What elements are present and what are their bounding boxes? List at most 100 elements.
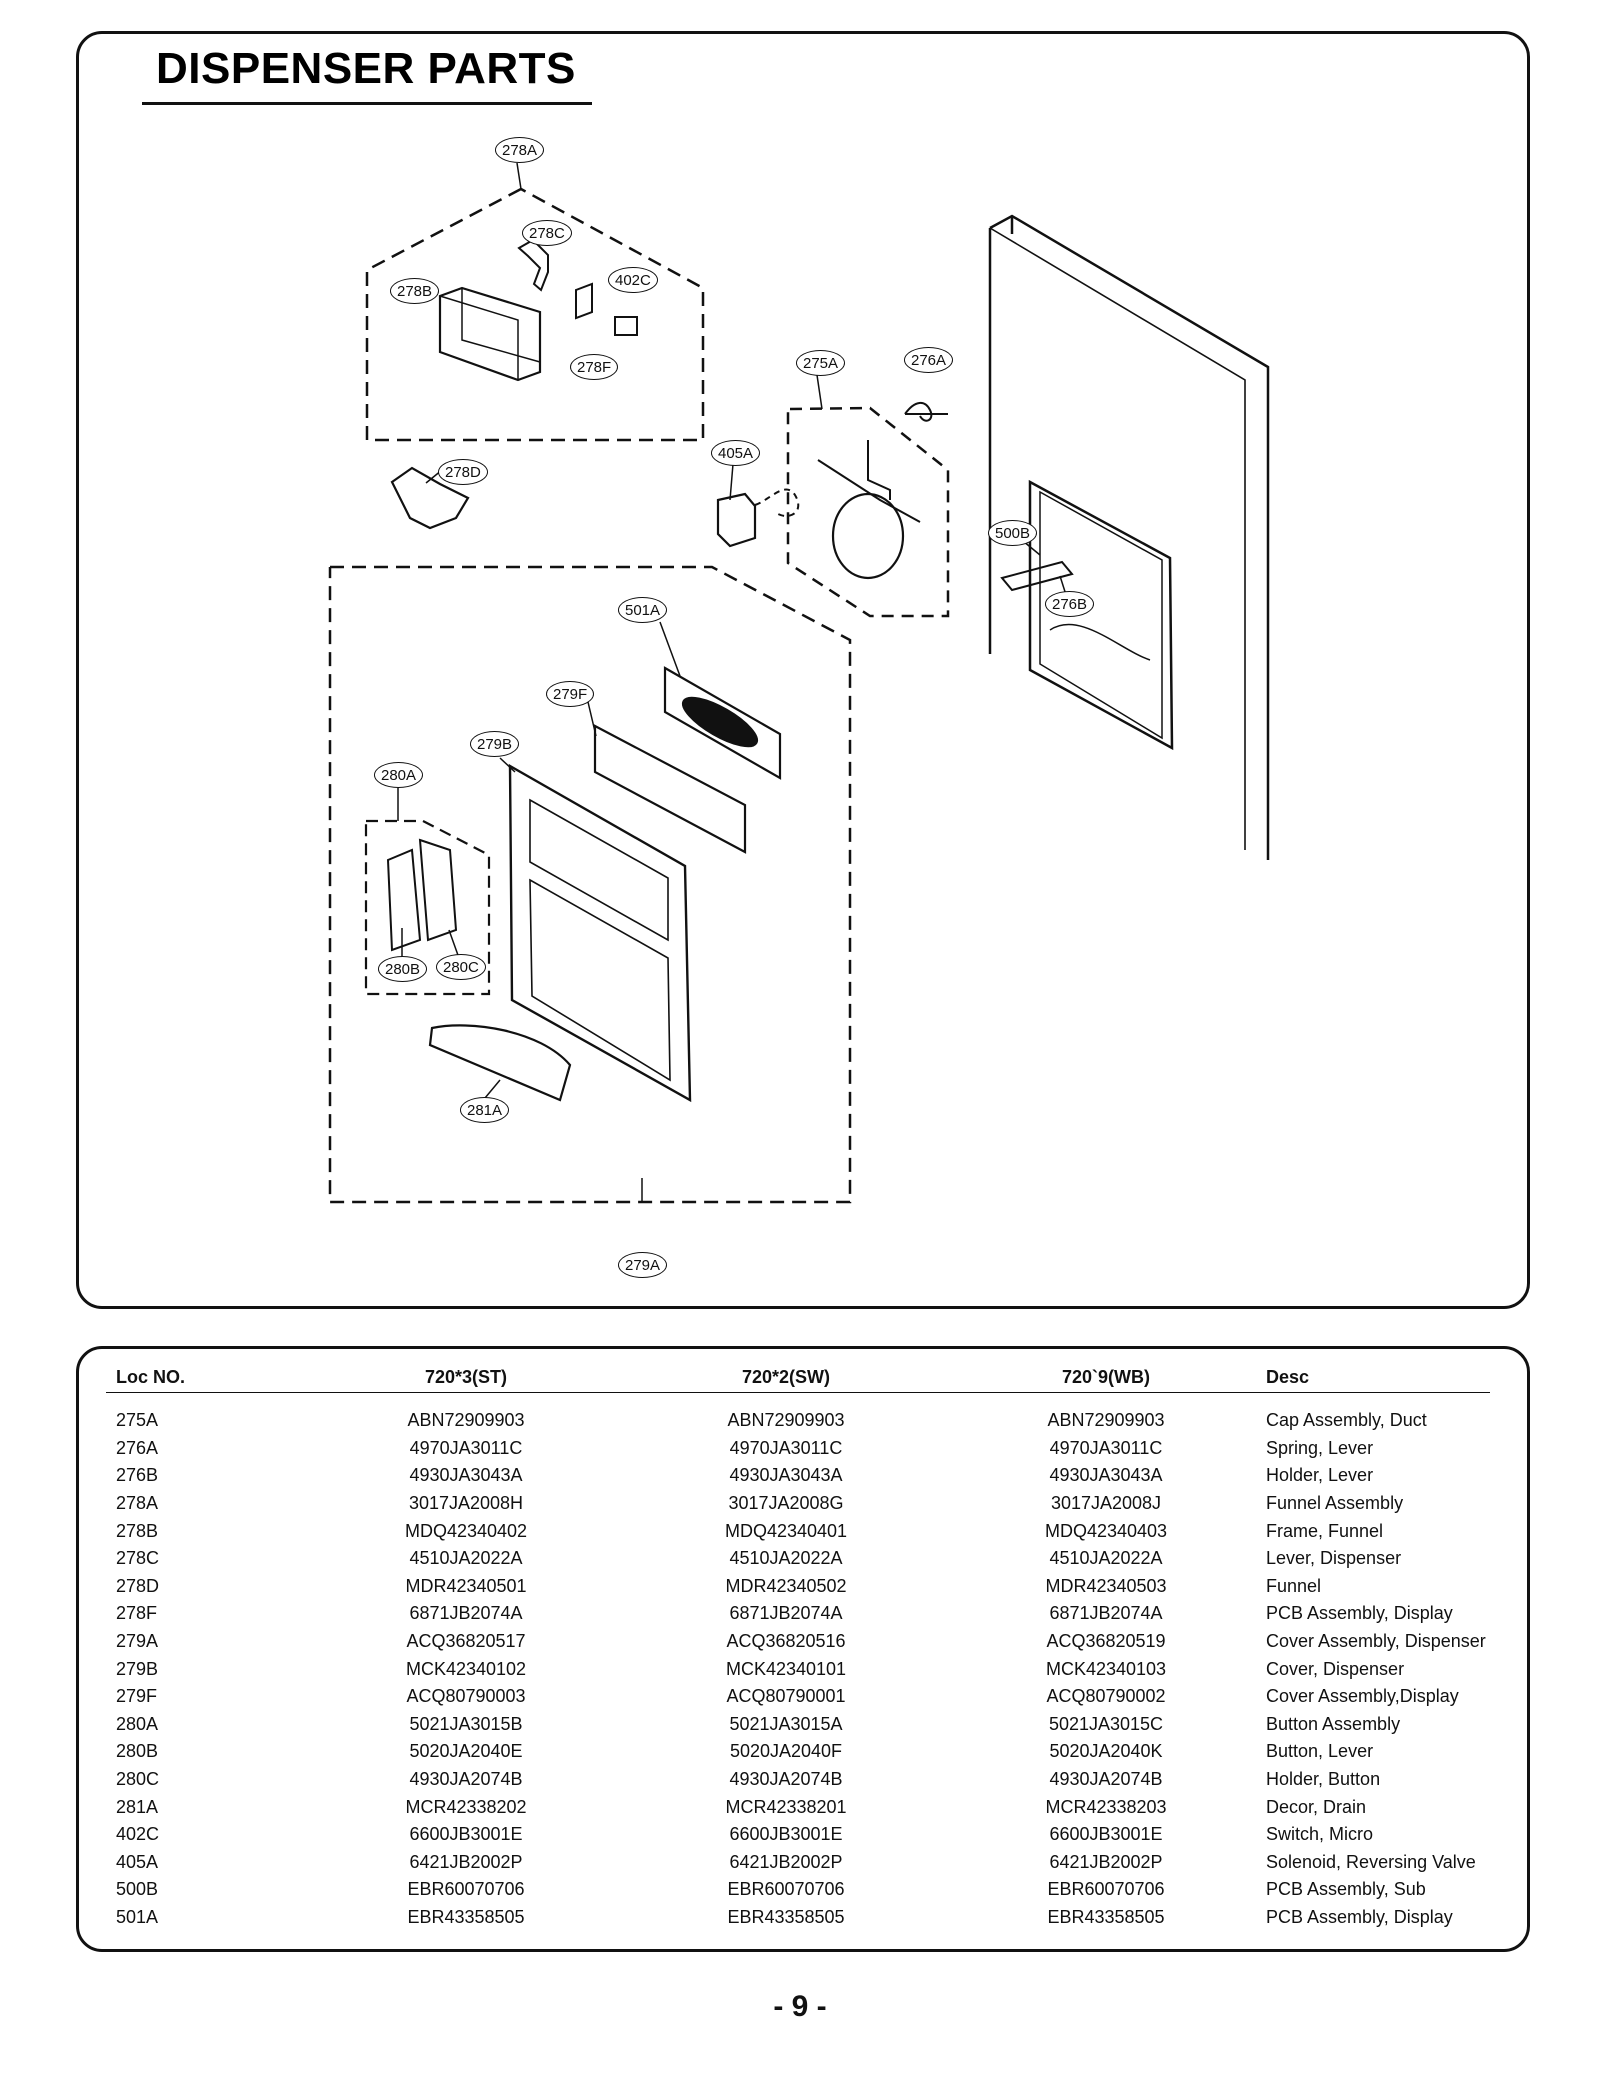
dispenser-cover-279B: [508, 763, 692, 1103]
cell-sw: ACQ80790001: [726, 1686, 846, 1707]
button-holder-280C: [418, 838, 458, 942]
cell-st: MDQ42340402: [404, 1520, 528, 1541]
cell-sw: EBR43358505: [727, 1906, 845, 1927]
cell-sw: 6421JB2002P: [729, 1851, 843, 1872]
table-header-row: Loc NO. 720*3(ST) 720*2(SW) 720`9(WB) De…: [106, 1354, 1490, 1393]
cell-wb: EBR43358505: [1047, 1906, 1165, 1927]
page-number: - 9 -: [773, 1990, 827, 2023]
cell-loc: 278B: [116, 1520, 159, 1541]
cell-st: 6421JB2002P: [409, 1851, 523, 1872]
lever-278C: [517, 238, 549, 292]
solenoid-405A: [716, 492, 757, 548]
cell-loc: 278D: [116, 1575, 160, 1596]
callout-402C: 402C: [608, 267, 658, 293]
cell-st: MCK42340102: [405, 1658, 527, 1679]
cell-desc: Spring, Lever: [1266, 1437, 1374, 1458]
cell-loc: 279B: [116, 1658, 159, 1679]
cell-sw: 4510JA2022A: [729, 1548, 843, 1569]
col-header-desc: Desc: [1256, 1354, 1490, 1393]
cell-wb: 4510JA2022A: [1049, 1548, 1163, 1569]
cell-desc: PCB Assembly, Sub: [1266, 1879, 1426, 1900]
table-row: 279F ACQ80790003 ACQ80790001 ACQ80790002 Cov…: [106, 1683, 1490, 1711]
callout-279B: 279B: [470, 731, 520, 757]
cell-st: EBR60070706: [407, 1879, 525, 1900]
cell-desc: PCB Assembly, Display: [1266, 1603, 1453, 1624]
cell-wb: 5021JA3015C: [1048, 1713, 1164, 1734]
cell-st: MCR42338202: [405, 1796, 527, 1817]
frame-278B: [438, 286, 542, 382]
group-280A-outline: [364, 819, 491, 996]
callout-500B: 500B: [988, 520, 1038, 546]
cell-sw: MDQ42340401: [724, 1520, 848, 1541]
diagram-panel: [76, 31, 1530, 1309]
spring-276A: [904, 402, 948, 422]
cell-loc: 278C: [116, 1548, 160, 1569]
exploded-parts-diagram: [328, 162, 1270, 1204]
cell-wb: EBR60070706: [1047, 1879, 1165, 1900]
col-header-sw: 720*2(SW): [616, 1354, 946, 1393]
cell-loc: 280C: [116, 1769, 160, 1790]
callout-276A: 276A: [904, 347, 954, 373]
col-header-loc: Loc NO.: [106, 1354, 306, 1393]
cap-duct-275A: [831, 492, 905, 580]
cell-wb: 4930JA3043A: [1049, 1465, 1163, 1486]
cell-loc: 405A: [116, 1851, 159, 1872]
cell-wb: 3017JA2008J: [1050, 1493, 1162, 1514]
funnel-278D: [390, 466, 470, 530]
callout-279F: 279F: [546, 681, 595, 707]
col-header-st: 720*3(ST): [306, 1354, 616, 1393]
cell-wb: MDR42340503: [1045, 1575, 1167, 1596]
cell-desc: Button, Lever: [1266, 1741, 1374, 1762]
parts-table-panel: [76, 1346, 1530, 1952]
cell-wb: MCR42338203: [1045, 1796, 1167, 1817]
cell-st: 6600JB3001E: [409, 1824, 523, 1845]
refrigerator-door: [988, 214, 1270, 860]
callout-279A: 279A: [618, 1252, 668, 1278]
cell-loc: 278A: [116, 1493, 159, 1514]
cell-desc: Funnel Assembly: [1266, 1493, 1404, 1514]
cell-sw: 5020JA2040F: [729, 1741, 843, 1762]
callout-275A: 275A: [796, 350, 846, 376]
callout-405A: 405A: [711, 440, 761, 466]
cell-loc: 279F: [116, 1686, 158, 1707]
leader-lines: [397, 162, 1068, 1202]
cell-wb: 4930JA2074B: [1049, 1769, 1163, 1790]
cell-wb: 6600JB3001E: [1049, 1824, 1163, 1845]
callout-280B: 280B: [378, 956, 428, 982]
cell-sw: 4930JA3043A: [729, 1465, 843, 1486]
cell-desc: Button Assembly: [1266, 1713, 1401, 1734]
cell-st: ACQ36820517: [406, 1631, 526, 1652]
cell-sw: 6871JB2074A: [729, 1603, 843, 1624]
cell-sw: ABN72909903: [727, 1410, 845, 1431]
cell-desc: Lever, Dispenser: [1266, 1548, 1402, 1569]
cell-wb: 6871JB2074A: [1049, 1603, 1163, 1624]
cell-desc: Cover Assembly,Display: [1266, 1686, 1459, 1707]
callout-278A: 278A: [495, 137, 545, 163]
cell-loc: 275A: [116, 1410, 159, 1431]
cell-wb: 6421JB2002P: [1049, 1851, 1163, 1872]
callout-280A: 280A: [374, 762, 424, 788]
callout-501A: 501A: [618, 597, 668, 623]
callout-278C: 278C: [522, 220, 572, 246]
cell-sw: ACQ36820516: [726, 1631, 846, 1652]
cell-wb: ACQ80790002: [1046, 1686, 1166, 1707]
callout-278F: 278F: [570, 354, 619, 380]
cell-loc: 276A: [116, 1437, 159, 1458]
cell-loc: 281A: [116, 1796, 159, 1817]
callout-278D: 278D: [438, 459, 488, 485]
cell-st: ACQ80790003: [406, 1686, 526, 1707]
cell-sw: MCK42340101: [725, 1658, 847, 1679]
cell-st: 5020JA2040E: [409, 1741, 523, 1762]
page-title: DISPENSER PARTS: [156, 44, 576, 93]
